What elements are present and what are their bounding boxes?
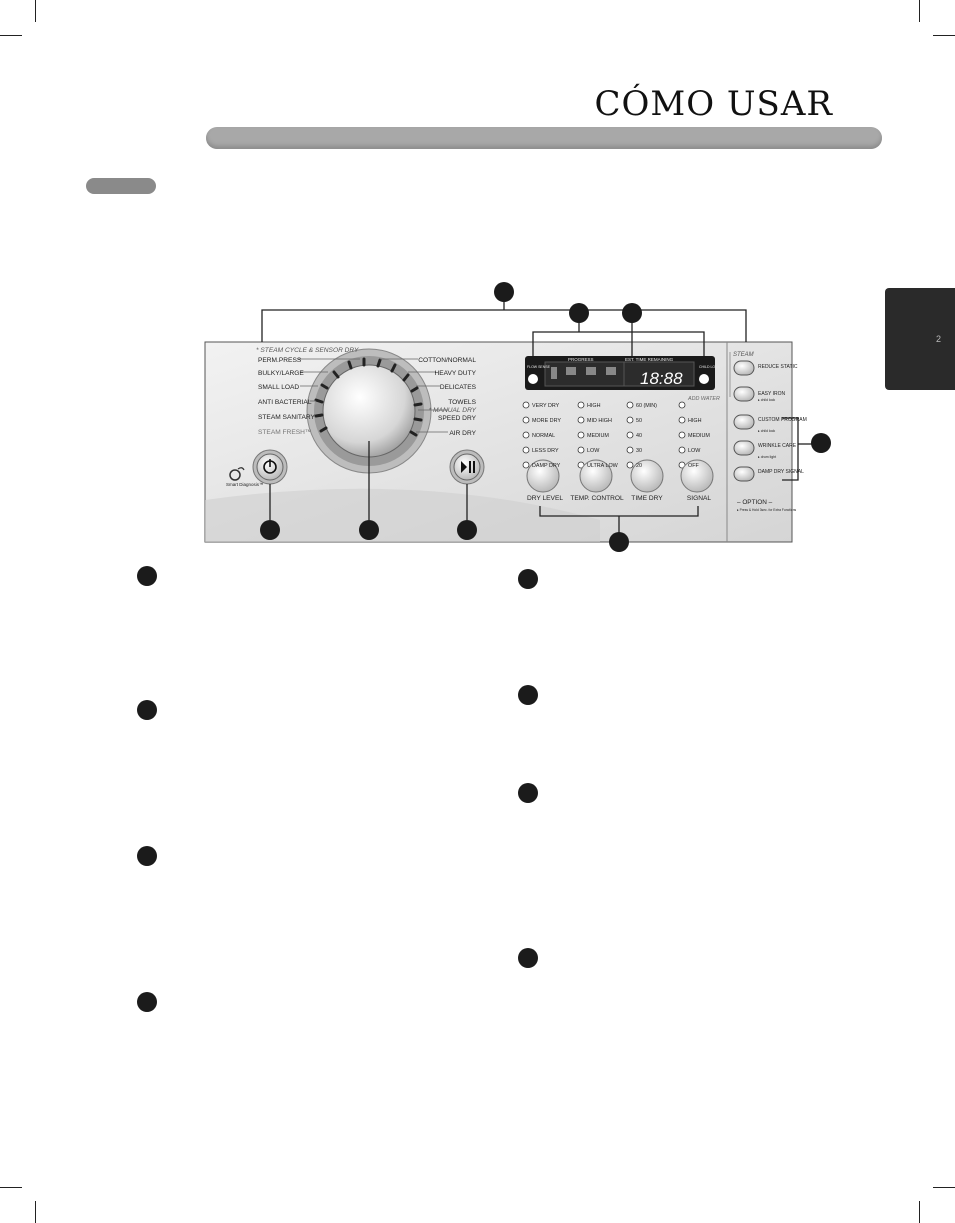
- cycle-left-3: SMALL LOAD: [258, 384, 299, 391]
- cycle-right-3: DELICATES: [440, 384, 477, 391]
- crop-mark: [919, 1201, 920, 1223]
- chapter-tab: 2: [885, 288, 955, 390]
- option-note: ▸ Press & Hold 3sec. for Extra Functions: [737, 508, 797, 512]
- crop-mark: [0, 35, 22, 36]
- side-btn-1-label: REDUCE STATIC: [758, 364, 798, 370]
- callout-marker: [811, 433, 831, 453]
- list-marker: [518, 569, 538, 589]
- bracket-2: [532, 331, 705, 360]
- panel-lower-shade: [205, 488, 600, 542]
- callout-marker: [494, 282, 514, 302]
- cycle-left-1: PERM.PRESS: [258, 357, 302, 364]
- cycle-left-5: STEAM SANITARY™: [258, 414, 322, 421]
- bracket-options: [782, 417, 799, 481]
- cycle-left-6: STEAM FRESH™: [258, 429, 312, 436]
- side-btn-3-label: CUSTOM PROGRAM: [758, 417, 807, 423]
- side-btn-2-label: EASY IRON: [758, 391, 786, 397]
- bracket-1: [261, 309, 747, 342]
- opt-a1: VERY DRY: [532, 403, 560, 409]
- display-time: 18:88: [640, 369, 683, 388]
- opt-d2: HIGH: [688, 418, 702, 424]
- opt-d4: LOW: [688, 448, 701, 454]
- list-marker: [137, 992, 157, 1012]
- section-pill: [86, 178, 156, 194]
- chapter-tab-text: 2: [935, 334, 941, 344]
- cycle-right-1: COTTON/NORMAL: [418, 357, 476, 364]
- side-btn-4-sub: ▸ drum light: [758, 455, 776, 459]
- progress-label: PROGRESS: [568, 357, 594, 362]
- header-bar: [206, 127, 882, 149]
- opt-a4: LESS DRY: [532, 448, 559, 454]
- callout-marker: [359, 520, 379, 540]
- callout-marker: [622, 303, 642, 323]
- option-title: – OPTION –: [737, 499, 773, 506]
- cycle-left-2: BULKY/LARGE: [258, 370, 304, 377]
- opt-c2: 50: [636, 418, 642, 424]
- dry-level-label: DRY LEVEL: [527, 495, 563, 502]
- signal-label: SIGNAL: [687, 495, 712, 502]
- child-lock-label: CHILD LOCK: [699, 365, 721, 369]
- opt-c4: 30: [636, 448, 642, 454]
- manual-header: * MANUAL DRY: [429, 407, 477, 414]
- option-leds: [522, 401, 686, 469]
- list-marker: [518, 948, 538, 968]
- opt-b5: ULTRA LOW: [587, 463, 619, 469]
- flow-sense-label: FLOW SENSE: [527, 365, 551, 369]
- cycle-right-4: TOWELS: [448, 399, 476, 406]
- callout-marker: [260, 520, 280, 540]
- list-marker: [137, 700, 157, 720]
- page-title: CÓMO USAR: [594, 84, 833, 124]
- dial-ticks: [314, 357, 423, 437]
- side-btn-5-label: DAMP DRY SIGNAL: [758, 469, 804, 475]
- opt-b3: MEDIUM: [587, 433, 609, 439]
- opt-d1: ADD WATER: [687, 396, 720, 402]
- opt-a2: MORE DRY: [532, 418, 561, 424]
- list-marker: [137, 566, 157, 586]
- opt-d3: MEDIUM: [688, 433, 710, 439]
- cycle-right-6: AIR DRY: [449, 430, 476, 437]
- power-caption: Smart Diagnosis™: [226, 482, 264, 487]
- side-btn-4-label: WRINKLE CARE: [758, 443, 797, 449]
- time-label: EST. TIME REMAINING: [625, 357, 674, 362]
- cycle-header: * STEAM CYCLE & SENSOR DRY: [256, 347, 359, 354]
- time-dry-label: TIME DRY: [631, 495, 663, 502]
- list-marker: [518, 685, 538, 705]
- crop-mark: [933, 35, 955, 36]
- side-btn-2-sub: ▸ child lock: [758, 398, 775, 402]
- opt-c1: 60 (MIN): [636, 403, 657, 409]
- callout-marker: [609, 532, 629, 552]
- side-btn-3-sub: ▸ child lock: [758, 429, 775, 433]
- opt-b2: MID HIGH: [587, 418, 612, 424]
- opt-b1: HIGH: [587, 403, 601, 409]
- side-buttons: [733, 360, 755, 482]
- cycle-left-4: ANTI BACTERIAL: [258, 399, 312, 406]
- cycle-right-5: SPEED DRY: [438, 415, 477, 422]
- crop-mark: [35, 0, 36, 22]
- list-marker: [137, 846, 157, 866]
- list-marker: [518, 783, 538, 803]
- crop-mark: [919, 0, 920, 22]
- temp-control-label: TEMP. CONTROL: [570, 495, 624, 502]
- steam-label: STEAM: [733, 352, 754, 358]
- callout-marker: [569, 303, 589, 323]
- opt-d5: OFF: [688, 463, 699, 469]
- crop-mark: [933, 1187, 955, 1188]
- opt-a5: DAMP DRY: [532, 463, 561, 469]
- opt-c5: 20: [636, 463, 642, 469]
- cycle-right-2: HEAVY DUTY: [434, 370, 476, 377]
- crop-mark: [0, 1187, 22, 1188]
- callout-marker: [457, 520, 477, 540]
- opt-b4: LOW: [587, 448, 600, 454]
- opt-a3: NORMAL: [532, 433, 555, 439]
- option-buttons: [526, 459, 714, 493]
- crop-mark: [35, 1201, 36, 1223]
- opt-c3: 40: [636, 433, 642, 439]
